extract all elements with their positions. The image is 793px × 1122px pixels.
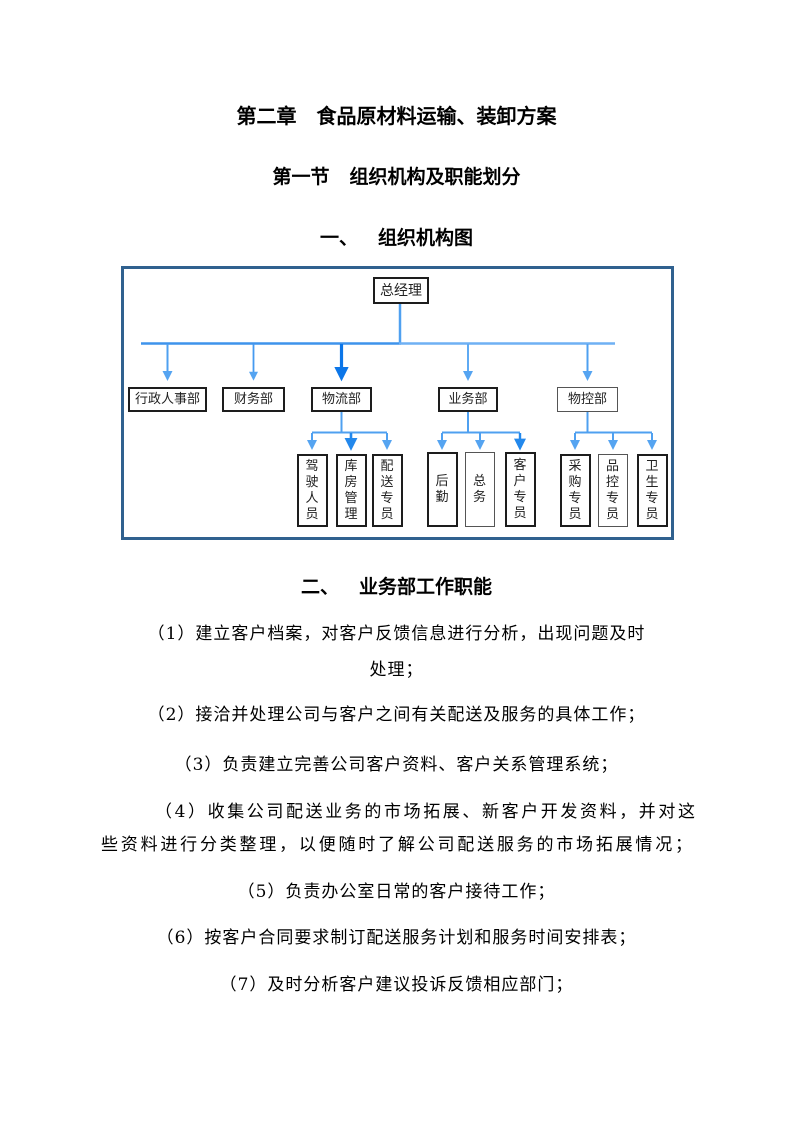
org-node-label: 配送专员 bbox=[380, 458, 394, 522]
org-node-staff-customer-specialist: 客户专员 bbox=[504, 452, 536, 527]
org-node-dept-business: 业务部 bbox=[438, 387, 498, 412]
subheading-org-chart: 一、组织机构图 bbox=[0, 223, 793, 250]
org-node-label: 客户专员 bbox=[513, 457, 527, 521]
org-node-staff-quality-control-specialist: 品控专员 bbox=[597, 454, 628, 527]
paragraph-line-5: （4）收集公司配送业务的市场拓展、新客户开发资料，并对这 bbox=[155, 802, 695, 822]
org-node-label: 物控部 bbox=[567, 391, 607, 407]
org-node-staff-drivers: 驾驶人员 bbox=[296, 454, 328, 527]
org-node-label: 后勤 bbox=[435, 473, 449, 505]
paragraph-line-4: （3）负责建立完善公司客户资料、客户关系管理系统； bbox=[174, 755, 619, 775]
org-node-dept-material-control: 物控部 bbox=[557, 387, 618, 412]
org-node-dept-logistics: 物流部 bbox=[311, 387, 372, 412]
section-title-text: 组织机构及职能划分 bbox=[349, 166, 521, 188]
org-node-staff-delivery-specialist: 配送专员 bbox=[371, 454, 403, 527]
subheading-business-dept-functions: 二、业务部工作职能 bbox=[0, 572, 793, 599]
org-node-label: 物流部 bbox=[321, 391, 361, 407]
org-node-general-manager: 总经理 bbox=[373, 277, 429, 304]
subheading-2-number: 二、 bbox=[300, 576, 339, 598]
org-node-label: 库房管理 bbox=[344, 458, 358, 522]
org-node-label: 财务部 bbox=[233, 391, 273, 407]
subheading-1-number: 一、 bbox=[319, 227, 358, 249]
org-node-staff-procurement-specialist: 采购专员 bbox=[559, 454, 591, 527]
org-node-label: 驾驶人员 bbox=[305, 458, 319, 522]
section-heading: 第一节组织机构及职能划分 bbox=[0, 162, 793, 189]
chapter-number: 第二章 bbox=[236, 104, 297, 128]
org-chart-connectors bbox=[141, 303, 657, 451]
org-node-staff-warehouse-management: 库房管理 bbox=[335, 454, 367, 527]
org-node-label: 业务部 bbox=[448, 391, 488, 407]
paragraph-line-8: （6）按客户合同要求制订配送服务计划和服务时间安排表； bbox=[156, 928, 637, 948]
org-node-label: 采购专员 bbox=[568, 458, 582, 522]
subheading-1-text: 组织机构图 bbox=[378, 227, 474, 249]
paragraph-line-2: 处理； bbox=[369, 660, 424, 680]
section-number: 第一节 bbox=[272, 166, 330, 188]
org-node-staff-rear-service: 后勤 bbox=[426, 452, 458, 527]
subheading-2-text: 业务部工作职能 bbox=[359, 576, 493, 598]
org-node-label: 行政人事部 bbox=[134, 391, 200, 407]
org-node-staff-general-affairs: 总务 bbox=[464, 452, 495, 527]
org-node-label: 总经理 bbox=[380, 282, 422, 299]
paragraph-line-7: （5）负责办公室日常的客户接待工作； bbox=[237, 882, 556, 902]
org-node-label: 总务 bbox=[472, 473, 486, 505]
page-title: 第二章食品原材料运输、装卸方案 bbox=[0, 100, 793, 129]
org-node-label: 卫生专员 bbox=[645, 458, 659, 522]
org-node-dept-admin-hr: 行政人事部 bbox=[128, 387, 207, 412]
paragraph-line-3: （2）接洽并处理公司与客户之间有关配送及服务的具体工作； bbox=[147, 705, 646, 725]
org-node-staff-hygiene-specialist: 卫生专员 bbox=[636, 454, 668, 527]
paragraph-line-6: 些资料进行分类整理，以便随时了解公司配送服务的市场拓展情况； bbox=[101, 835, 692, 855]
org-chart: 总经理 行政人事部 财务部 物流部 业务部 物控部 驾驶人员 库房管理 配送专员 bbox=[121, 266, 674, 540]
paragraph-line-1: （1）建立客户档案，对客户反馈信息进行分析，出现问题及时 bbox=[147, 624, 646, 644]
paragraph-line-9: （7）及时分析客户建议投诉反馈相应部门； bbox=[219, 975, 574, 995]
org-node-dept-finance: 财务部 bbox=[222, 387, 285, 412]
org-node-label: 品控专员 bbox=[605, 458, 619, 522]
chapter-title-text: 食品原材料运输、装卸方案 bbox=[316, 104, 557, 128]
